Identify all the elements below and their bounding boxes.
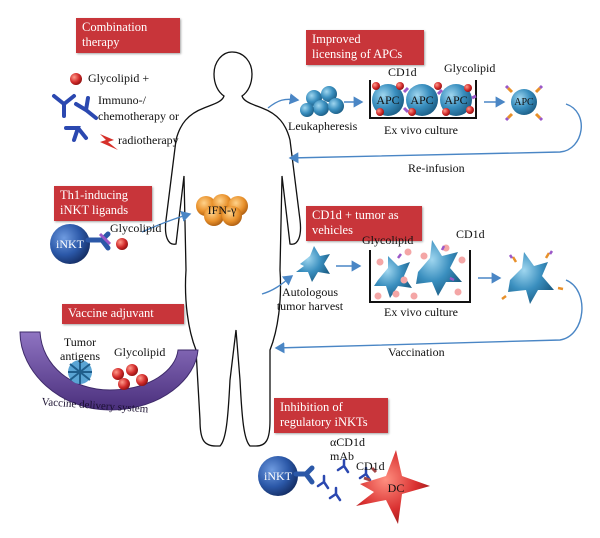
apc-cell-label-3: APC — [444, 93, 468, 107]
tumor-culture-dish — [369, 240, 471, 303]
ifn-gamma-cluster — [196, 194, 248, 226]
tumor-cd1d-label: CD1d — [456, 227, 485, 241]
combination-therapy-title: Combination therapy — [76, 18, 180, 53]
tumor-title-line1: CD1d + tumor as — [312, 208, 399, 222]
th1-glycolipid-label: Glycolipid — [110, 221, 162, 235]
mab-label: mAb — [330, 449, 354, 463]
autologous-label-line2: tumor harvest — [276, 299, 344, 313]
tumor-antigens-line1: Tumor — [63, 335, 97, 349]
inhibition-regulatory-title: Inhibition of regulatory iNKTs — [274, 398, 388, 433]
vaccine-glycolipid-balls — [112, 364, 148, 390]
tumor-antigens-icon — [68, 360, 92, 384]
reinfusion-arrow — [288, 103, 582, 164]
vaccine-adjuvant-title: Vaccine adjuvant — [62, 304, 184, 324]
leukapheresis-label: Leukapheresis — [288, 119, 358, 133]
radiotherapy-label: radiotherapy — [118, 133, 179, 147]
antibody-icon — [52, 94, 98, 142]
ifn-gamma-label: IFN-γ — [207, 203, 237, 217]
autologous-tumor-cell — [296, 246, 330, 282]
licensed-apc — [504, 84, 544, 122]
combination-title-line2: therapy — [82, 35, 120, 49]
dc-label: DC — [387, 481, 405, 495]
improved-licensing-title: Improved licensing of APCs — [306, 30, 424, 65]
apc-cell-label-2: APC — [410, 93, 434, 107]
tumor-title-line2: vehicles — [312, 223, 353, 237]
leukapheresis-cells — [300, 86, 344, 117]
human-silhouette — [164, 51, 302, 447]
regulatory-cd1d-label: CD1d — [356, 459, 385, 473]
autologous-label-line1: Autologous — [281, 285, 338, 299]
combination-glycolipid-ball — [70, 73, 82, 85]
apc-cd1d-label: CD1d — [388, 65, 417, 79]
th1-title-line2: iNKT ligands — [60, 203, 129, 217]
th1-inkt-label: iNKT — [56, 237, 84, 251]
arrow-to-autologous — [261, 275, 294, 295]
apc-cell-label-1: APC — [376, 93, 400, 107]
immuno-label-line2: chemotherapy or — [98, 109, 179, 123]
tumor-antigens-line2: antigens — [60, 349, 100, 363]
th1-inkt-cell — [50, 224, 112, 264]
tumor-ex-vivo-label: Ex vivo culture — [384, 305, 458, 319]
combination-glycolipid-label: Glycolipid + — [88, 71, 150, 85]
radiation-bolt-icon — [100, 134, 118, 150]
vaccination-arrow — [274, 279, 583, 354]
vaccination-label: Vaccination — [388, 345, 445, 359]
vaccine-title: Vaccine adjuvant — [68, 306, 154, 320]
th1-title-line1: Th1-inducing — [60, 188, 129, 202]
cd1d-tumor-title: CD1d + tumor as vehicles — [306, 206, 422, 241]
vaccine-glycolipid-label: Glycolipid — [114, 345, 166, 359]
apc-culture-dish — [369, 80, 477, 119]
th1-glycolipid-ball — [116, 238, 128, 250]
arrow-to-ifn — [141, 210, 192, 233]
regulatory-title-line1: Inhibition of — [280, 400, 343, 414]
regulatory-title-line2: regulatory iNKTs — [280, 415, 368, 429]
apc-title-line2: licensing of APCs — [312, 47, 403, 61]
regulatory-inkt-cell — [258, 456, 315, 496]
regulatory-inkt-label: iNKT — [264, 469, 292, 483]
combination-title-line1: Combination — [82, 20, 148, 34]
tumor-glycolipid-label: Glycolipid — [362, 233, 414, 247]
arrow-to-leukapheresis — [267, 93, 300, 109]
apc-ex-vivo-label: Ex vivo culture — [384, 123, 458, 137]
dc-cell — [356, 450, 430, 524]
blocking-antibody-icons — [316, 458, 372, 502]
reinfusion-label: Re-infusion — [408, 161, 465, 175]
acd1d-label: αCD1d — [330, 435, 365, 449]
loaded-tumor-cell — [501, 250, 564, 304]
apc-glycolipid-label: Glycolipid — [444, 61, 496, 75]
th1-inducing-title: Th1-inducing iNKT ligands — [54, 186, 152, 221]
apc-title-line1: Improved — [312, 32, 361, 46]
licensed-apc-label: APC — [514, 97, 534, 108]
immuno-label-line1: Immuno-/ — [98, 93, 146, 107]
